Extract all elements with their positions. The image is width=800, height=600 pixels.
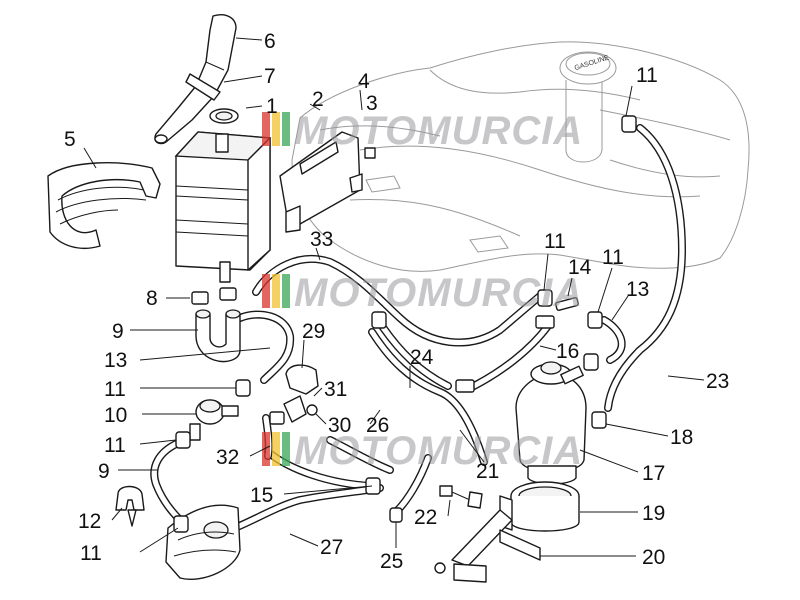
callout: 3	[366, 92, 378, 115]
callout: 11	[602, 246, 624, 269]
callout: 24	[410, 346, 434, 369]
callout: 10	[104, 404, 127, 427]
part-clip-29	[285, 364, 319, 395]
callout: 11	[636, 64, 658, 87]
callout: 13	[626, 278, 649, 301]
callout: 33	[310, 228, 333, 251]
callout: 32	[216, 446, 239, 469]
callout: 23	[706, 370, 729, 393]
callout: 11	[544, 230, 566, 253]
callout: 9	[112, 320, 124, 343]
watermark-text: MOTOMURCIA	[294, 429, 583, 473]
callout: 16	[556, 340, 579, 363]
part-elbow-9	[195, 309, 241, 363]
part-canister-bracket	[279, 131, 363, 233]
leader-lines	[83, 37, 705, 557]
callout: 17	[642, 462, 665, 485]
hoses	[150, 124, 686, 540]
watermark-text: MOTOMURCIA	[294, 271, 583, 315]
callout: 2	[312, 88, 324, 111]
part-strap	[47, 162, 161, 250]
watermark-stripe	[262, 274, 270, 308]
watermark-bottom: MOTOMURCIA	[262, 429, 583, 473]
watermark-stripe	[282, 274, 290, 308]
part-vent-clamp	[185, 73, 239, 124]
callout: 11	[104, 434, 126, 457]
callout: 31	[324, 378, 347, 401]
callout: 8	[146, 287, 158, 310]
callout: 13	[104, 349, 127, 372]
callout: 18	[670, 426, 693, 449]
watermark-stripe	[282, 432, 290, 466]
callout: 1	[266, 95, 278, 118]
callout: 19	[642, 502, 665, 525]
callout: 26	[366, 414, 389, 437]
callout: 7	[264, 65, 276, 88]
part-ring-clamp-19	[499, 481, 580, 532]
watermark-stripe	[262, 112, 270, 146]
callout: 14	[568, 256, 592, 279]
part-bracket-30	[283, 395, 318, 423]
callout: 9	[98, 460, 110, 483]
callout: 11	[80, 542, 102, 565]
part-clip-12	[115, 485, 145, 527]
part-valve-10	[189, 399, 239, 441]
callout: 29	[302, 320, 325, 343]
watermark-middle: MOTOMURCIA	[262, 271, 583, 315]
callout: 20	[642, 546, 665, 569]
watermark-stripe	[282, 112, 290, 146]
callout: 11	[104, 378, 126, 401]
watermark-stripe	[262, 432, 270, 466]
watermark-stripe	[272, 432, 280, 466]
callout: 4	[358, 70, 370, 93]
part-plate-20	[434, 509, 541, 583]
watermark-stripe	[272, 274, 280, 308]
watermark-text: MOTOMURCIA	[294, 109, 583, 153]
callout: 21	[476, 460, 499, 483]
callout: 15	[250, 484, 273, 507]
watermark-stripe	[272, 112, 280, 146]
callout: 25	[380, 550, 403, 573]
callout: 30	[328, 414, 351, 437]
callouts: 6 7 1 2 4 3 5 11 33 11 14 11 13 8 9 29 1…	[64, 30, 729, 573]
callout: 27	[320, 536, 343, 559]
part-screw-3	[364, 147, 376, 159]
fuel-tank: GASOLINE	[291, 41, 750, 272]
part-bolt-22	[439, 485, 483, 509]
part-caps-8	[191, 287, 237, 305]
callout: 6	[264, 30, 276, 53]
watermark-top: MOTOMURCIA	[262, 109, 583, 153]
callout: 22	[414, 506, 437, 529]
callout: 12	[78, 510, 101, 533]
part-carbon-canister	[174, 131, 272, 283]
part-vent-tube	[154, 14, 237, 145]
callout: 5	[64, 128, 76, 151]
